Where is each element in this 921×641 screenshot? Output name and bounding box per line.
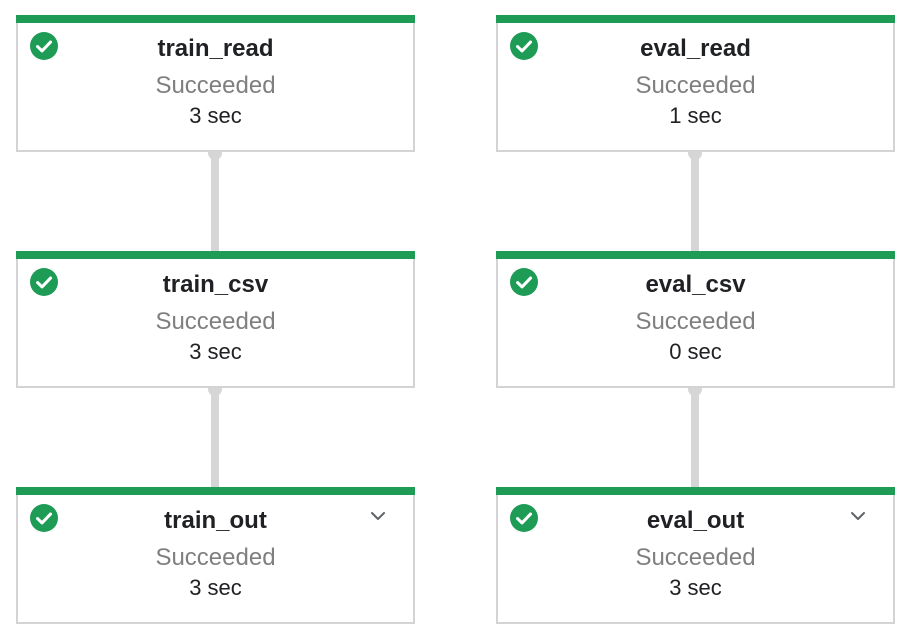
node-eval-out[interactable]: eval_out Succeeded 3 sec [496,487,895,624]
node-name: train_read [157,35,274,62]
node-train-csv[interactable]: train_csv Succeeded 3 sec [16,251,415,388]
node-status: Succeeded [635,72,756,99]
edge-eval-read-to-eval-csv [688,146,702,254]
chevron-down-icon[interactable] [369,509,387,523]
node-status: Succeeded [155,308,276,335]
node-duration: 3 sec [189,339,242,364]
chevron-down-icon[interactable] [849,509,867,523]
node-train-read[interactable]: train_read Succeeded 3 sec [16,15,415,152]
node-duration: 3 sec [189,575,242,600]
node-status: Succeeded [155,72,276,99]
status-bar [16,15,415,23]
edge-train-read-to-train-csv [208,146,222,254]
node-train-out[interactable]: train_out Succeeded 3 sec [16,487,415,624]
node-name: eval_out [646,507,745,534]
status-bar [16,487,415,495]
status-bar [496,15,895,23]
edge-eval-csv-to-eval-out [688,382,702,490]
check-circle-icon [30,504,58,532]
node-name: eval_read [640,35,751,62]
status-bar [16,251,415,259]
node-duration: 3 sec [189,103,242,128]
check-circle-icon [510,504,538,532]
check-circle-icon [30,32,58,60]
node-duration: 1 sec [669,103,722,128]
node-duration: 0 sec [669,339,722,364]
node-eval-csv[interactable]: eval_csv Succeeded 0 sec [496,251,895,388]
check-circle-icon [510,268,538,296]
status-bar [496,487,895,495]
node-status: Succeeded [635,308,756,335]
node-name: train_csv [162,271,269,298]
check-circle-icon [30,268,58,296]
status-bar [496,251,895,259]
edge-train-csv-to-train-out [208,382,222,490]
node-eval-read[interactable]: eval_read Succeeded 1 sec [496,15,895,152]
node-status: Succeeded [155,544,276,571]
node-status: Succeeded [635,544,756,571]
node-duration: 3 sec [669,575,722,600]
node-name: train_out [164,507,267,534]
check-circle-icon [510,32,538,60]
node-name: eval_csv [645,271,746,298]
